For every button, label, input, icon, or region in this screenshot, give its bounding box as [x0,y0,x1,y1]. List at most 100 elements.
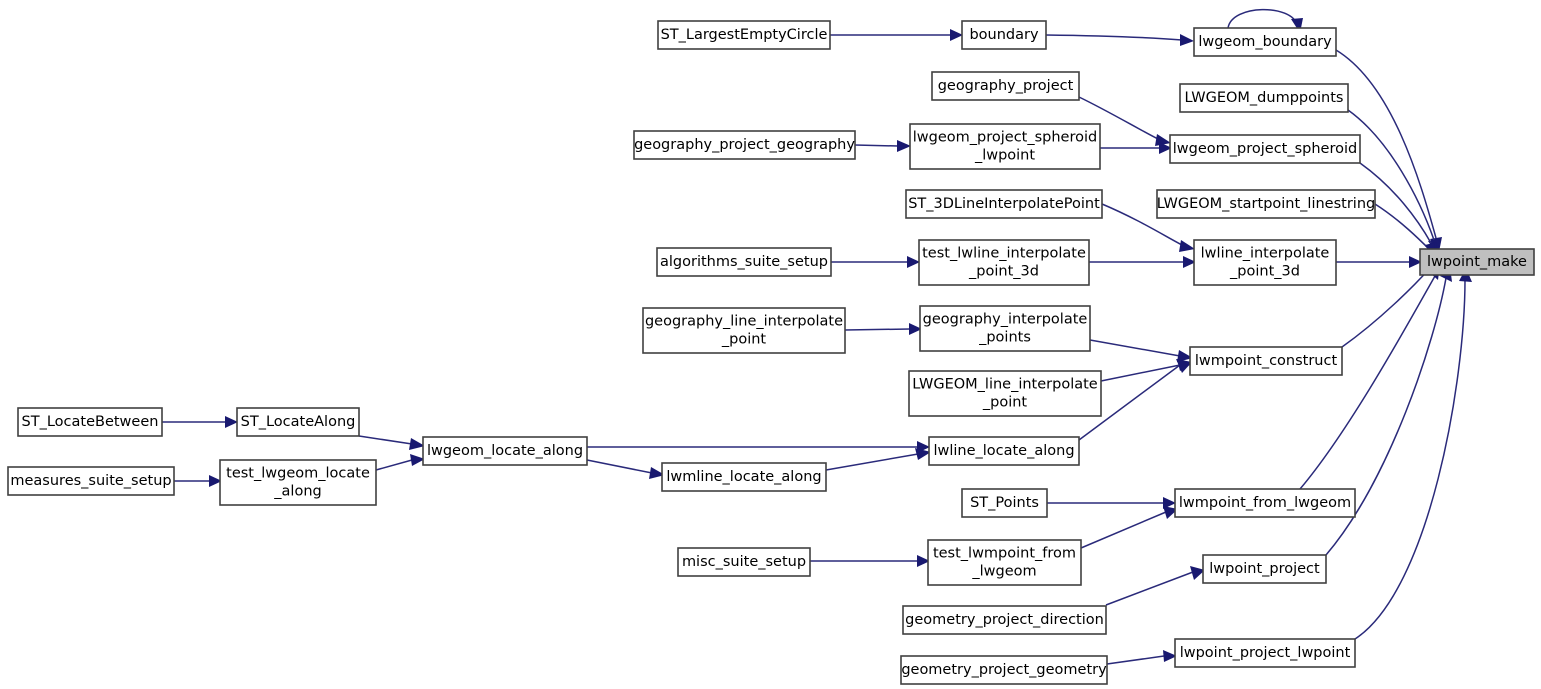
edge-st_largestemptycircle-to-boundary [830,29,963,41]
graph-node-lwpoint_project[interactable]: lwpoint_project [1202,554,1327,584]
graph-node-measures_suite_setup[interactable]: measures_suite_setup [7,466,175,496]
node-box[interactable] [1169,134,1361,164]
graph-node-geography_project[interactable]: geography_project [931,71,1080,101]
edge-st_3dlineinterpolatepoint-to-lwline_interpolate_point_3d [1101,203,1195,252]
node-box[interactable] [656,247,832,277]
node-box[interactable] [657,20,831,50]
edge-lwgeom_locate_along-to-lwmline_locate_along [586,459,665,479]
node-box[interactable] [633,130,856,160]
graph-node-geography_line_interpolate_point[interactable]: geography_line_interpolate_point [642,307,846,354]
node-box[interactable] [928,436,1080,466]
graph-node-st_locatealong[interactable]: ST_LocateAlong [236,407,360,437]
graph-node-lwpoint_make[interactable]: lwpoint_make [1419,248,1535,276]
graph-node-misc_suite_setup[interactable]: misc_suite_setup [677,547,811,577]
arrowhead-icon [1177,350,1193,362]
graph-node-lwgeom_boundary[interactable]: lwgeom_boundary [1193,27,1337,57]
graph-node-geography_interpolate_points[interactable]: geography_interpolate_points [919,305,1091,352]
arrowhead-icon [1409,256,1422,268]
node-box[interactable] [1189,346,1343,376]
edge-lwgeom_project_spheroid_lwpoint-to-lwgeom_project_spheroid [1100,142,1172,154]
node-box[interactable] [961,488,1048,518]
edge-lwgeom_dumppoints-to-lwpoint_make [1347,109,1440,254]
node-box[interactable] [908,370,1102,417]
node-box[interactable] [1193,27,1337,57]
node-box[interactable] [219,459,377,506]
node-box[interactable] [1179,83,1349,113]
arrowhead-icon [909,323,922,335]
edge-line [1089,339,1181,357]
edge-line [825,453,919,471]
graph-node-geometry_project_direction[interactable]: geometry_project_direction [902,605,1107,635]
graph-node-lwgeom_project_spheroid[interactable]: lwgeom_project_spheroid [1169,134,1361,164]
node-box[interactable] [931,71,1080,101]
graph-node-lwgeom_locate_along[interactable]: lwgeom_locate_along [422,436,588,466]
graph-node-lwgeom_dumppoints[interactable]: LWGEOM_dumppoints [1179,83,1349,113]
graph-node-test_lwmpoint_from_lwgeom[interactable]: test_lwmpoint_from_lwgeom [927,539,1082,586]
arrowhead-icon [209,475,222,487]
node-box[interactable] [1193,239,1337,286]
node-box[interactable] [905,189,1103,219]
node-box[interactable] [7,466,175,496]
edge-st_points-to-lwmpoint_from_lwgeom [1047,497,1176,509]
node-box[interactable] [900,655,1108,685]
graph-node-lwmpoint_construct[interactable]: lwmpoint_construct [1189,346,1343,376]
node-box[interactable] [961,20,1047,50]
graph-node-lwline_locate_along[interactable]: lwline_locate_along [928,436,1080,466]
graph-node-st_largestemptycircle[interactable]: ST_LargestEmptyCircle [657,20,831,50]
graph-node-lwgeom_startpoint_linestring[interactable]: LWGEOM_startpoint_linestring [1156,189,1376,219]
graph-node-test_lwgeom_locate_along[interactable]: test_lwgeom_locate_along [219,459,377,506]
edge-test_lwline_interpolate_point_3d-to-lwline_interpolate_point_3d [1089,256,1196,268]
edge-geography_project_geography-to-lwgeom_project_spheroid_lwpoint [854,140,911,152]
graph-node-boundary[interactable]: boundary [961,20,1047,50]
graph-node-geography_project_geography[interactable]: geography_project_geography [633,130,856,160]
edge-test_lwmpoint_from_lwgeom-to-lwmpoint_from_lwgeom [1080,506,1178,549]
node-box[interactable] [422,436,588,466]
edge-line [1359,162,1432,244]
edge-line [1335,49,1437,239]
node-box[interactable] [642,307,846,354]
arrowhead-icon [917,555,930,567]
node-box[interactable] [1419,248,1535,276]
node-box[interactable] [919,305,1091,352]
node-box[interactable] [902,605,1107,635]
node-box[interactable] [927,539,1082,586]
arrowhead-icon [1163,497,1176,509]
node-box[interactable] [1174,638,1356,668]
edge-line [1325,277,1447,556]
node-box[interactable] [1156,189,1376,219]
graph-node-lwgeom_line_interpolate_point[interactable]: LWGEOM_line_interpolate_point [908,370,1102,417]
node-box[interactable] [918,239,1090,286]
edge-measures_suite_setup-to-test_lwgeom_locate_along [174,475,222,487]
graph-node-st_points[interactable]: ST_Points [961,488,1048,518]
graph-node-st_locatebetween[interactable]: ST_LocateBetween [17,407,163,437]
node-box[interactable] [677,547,811,577]
edge-line [375,459,413,471]
edge-geography_interpolate_points-to-lwmpoint_construct [1089,339,1193,362]
edge-test_lwgeom_locate_along-to-lwgeom_locate_along [375,454,425,471]
edge-line [586,459,653,474]
edge-geometry_project_direction-to-lwpoint_project [1105,566,1205,606]
edge-lwmline_locate_along-to-lwline_locate_along [825,448,931,471]
arrowhead-icon [915,448,931,460]
edge-line [854,144,899,147]
arrowhead-icon [410,454,425,466]
node-box[interactable] [17,407,163,437]
graph-node-geometry_project_geometry[interactable]: geometry_project_geometry [900,655,1108,685]
graph-node-lwpoint_project_lwpoint[interactable]: lwpoint_project_lwpoint [1174,638,1356,668]
graph-node-lwgeom_project_spheroid_lwpoint[interactable]: lwgeom_project_spheroid_lwpoint [909,123,1101,170]
graph-node-test_lwline_interpolate_point_3d[interactable]: test_lwline_interpolate_point_3d [918,239,1090,286]
node-box[interactable] [1174,488,1356,518]
edge-line [1080,511,1167,549]
node-box[interactable] [1202,554,1327,584]
node-box[interactable] [909,123,1101,170]
node-box[interactable] [236,407,360,437]
graph-node-lwmline_locate_along[interactable]: lwmline_locate_along [661,462,827,492]
node-box[interactable] [661,462,827,492]
graph-node-lwmpoint_from_lwgeom[interactable]: lwmpoint_from_lwgeom [1174,488,1356,518]
edge-line [1106,655,1165,665]
graph-node-st_3dlineinterpolatepoint[interactable]: ST_3DLineInterpolatePoint [905,189,1103,219]
edge-line [844,328,911,331]
graph-node-lwline_interpolate_point_3d[interactable]: lwline_interpolate_point_3d [1193,239,1337,286]
graph-node-algorithms_suite_setup[interactable]: algorithms_suite_setup [656,247,832,277]
